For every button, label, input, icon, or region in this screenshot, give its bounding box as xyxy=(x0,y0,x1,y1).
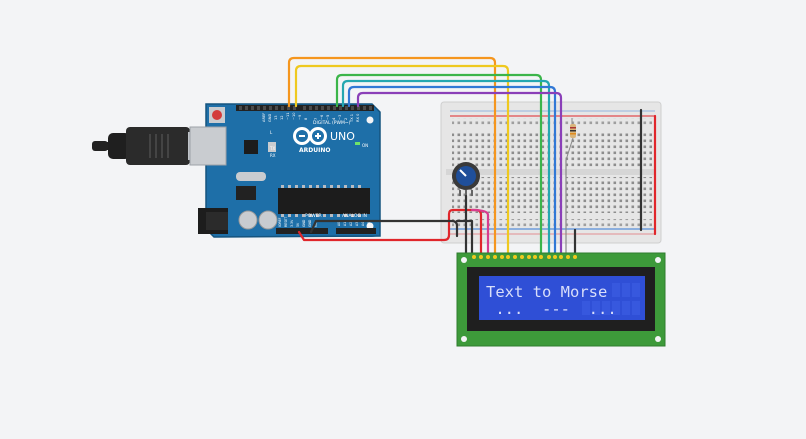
pin-label-reset: RESET xyxy=(284,217,288,227)
tx-label: TX xyxy=(269,146,275,151)
potentiometer-knob[interactable] xyxy=(452,162,480,196)
pin-label-13: 13 xyxy=(274,115,278,120)
wire-yellow[interactable] xyxy=(294,64,510,260)
digital-header-label: DIGITAL (PWM~) xyxy=(313,120,351,126)
pin-label-8: 8 xyxy=(304,117,308,120)
wire-black-gnd[interactable] xyxy=(309,219,474,260)
pin-label-gnd2: GND xyxy=(308,219,312,227)
wire-green[interactable] xyxy=(335,73,543,260)
l-label: L xyxy=(270,130,273,135)
pin-label-11: ~11 xyxy=(286,112,290,120)
lcd-line-1: Text to Morse xyxy=(486,283,607,301)
pin-label-gnd-top: GND xyxy=(268,114,272,122)
pin-label-0: RX 0 xyxy=(356,113,360,122)
pin-label-9: ~9 xyxy=(298,114,302,120)
pin-label-4: 4 xyxy=(332,117,336,120)
pin-label-gnd1: GND xyxy=(302,219,306,227)
wire-blue[interactable] xyxy=(347,85,557,260)
reset-button[interactable] xyxy=(209,107,225,123)
atmega-chip xyxy=(278,185,370,217)
pin-label-a0: A0 xyxy=(337,222,341,226)
pin-label-ioref: IOREF xyxy=(278,217,282,227)
digital-header[interactable] xyxy=(236,105,374,111)
wire-teal[interactable] xyxy=(341,79,551,260)
pin-label-5: ~5 xyxy=(326,115,330,120)
rx-label: RX xyxy=(270,153,276,158)
analog-label: ANALOG IN xyxy=(342,213,367,219)
brand-text: ARDUINO xyxy=(299,147,330,154)
wires[interactable] xyxy=(287,56,657,260)
analog-header[interactable] xyxy=(336,228,376,234)
pin-label-1: TX 1 xyxy=(350,114,354,123)
lcd-module[interactable]: Text to Morse ... --- ... xyxy=(456,252,666,347)
pin-label-12: 12 xyxy=(280,115,284,120)
pin-label-2: 2 xyxy=(344,118,348,120)
on-label: ON xyxy=(362,143,368,148)
pin-label-a3: A3 xyxy=(355,222,359,226)
pin-label-7: 7 xyxy=(314,118,318,120)
resistor[interactable] xyxy=(565,118,576,161)
power-jack xyxy=(198,208,228,234)
lcd-line-2: ... --- ... xyxy=(486,300,617,318)
pin-label-5v: 5V xyxy=(296,222,300,227)
power-header[interactable] xyxy=(276,228,328,234)
arduino-uno-board[interactable]: ARDUINO UNO ON L TX RX DIGITAL (PWM xyxy=(189,103,381,238)
pin-label-10: ~10 xyxy=(292,112,296,120)
pin-label-6: ~6 xyxy=(320,114,324,120)
model-text: UNO xyxy=(330,130,355,143)
pin-label-a5: A5 xyxy=(367,222,371,226)
arduino-logo xyxy=(293,127,327,145)
wire-purple[interactable] xyxy=(356,91,563,260)
pin-label-a2: A2 xyxy=(349,222,353,226)
pin-label-3: ~3 xyxy=(338,115,342,120)
pin-label-a4: A4 xyxy=(361,222,365,226)
power-label: POWER xyxy=(305,213,322,219)
wire-orange[interactable] xyxy=(287,56,497,260)
pin-label-vin: VIN xyxy=(314,221,318,227)
usb-cable[interactable] xyxy=(92,127,200,165)
pin-label-aref: AREF xyxy=(262,113,266,122)
pin-label-a1: A1 xyxy=(343,222,347,226)
wire-pink[interactable] xyxy=(470,208,490,260)
pin-label-3v3: 3.3V xyxy=(290,219,294,227)
